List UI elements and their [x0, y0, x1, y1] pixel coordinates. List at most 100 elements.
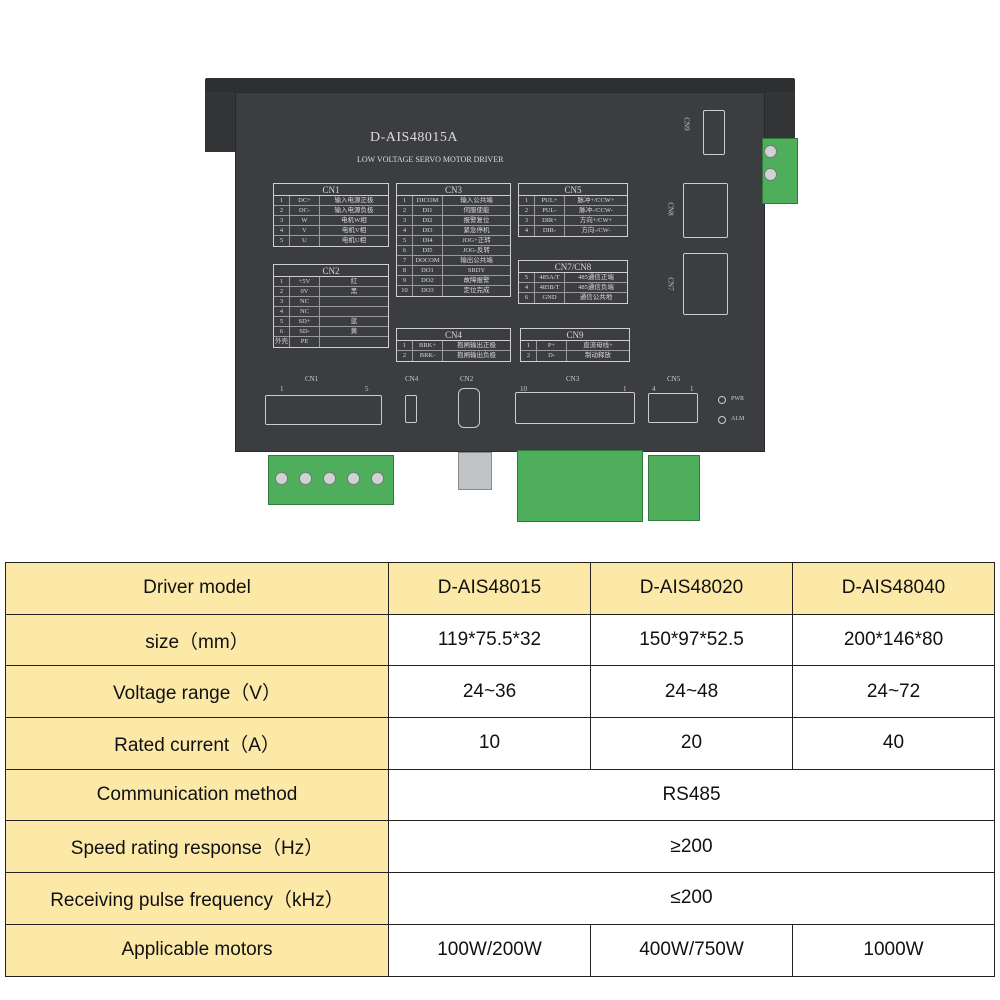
pinout-cell: 脉冲+/CCW+ [577, 197, 615, 204]
pinout-cell: P+ [537, 341, 567, 350]
table-header-row: Driver model D-AIS48015 D-AIS48020 D-AIS… [5, 562, 995, 615]
pinout-cell: DI1 [413, 206, 443, 215]
pin-number: 4 [652, 385, 656, 393]
table-row: Speed rating response（Hz）≥200 [5, 820, 995, 874]
header-cell: Driver model [5, 562, 389, 615]
table-cell: ≤200 [388, 872, 995, 925]
pinout-cell: 1 [397, 196, 413, 205]
pin-number: 1 [690, 385, 694, 393]
screw-icon [764, 168, 777, 181]
pinout-cell: 直流母线+ [583, 342, 613, 349]
pinout-cell: DO1 [413, 266, 443, 275]
table-cell: 24~48 [590, 665, 793, 719]
pinout-cell: DOCOM [413, 256, 443, 265]
pinout-cell: 1 [397, 341, 413, 350]
row-label: size（mm） [5, 613, 389, 667]
row-label: Applicable motors [5, 923, 389, 977]
pinout-cell: DO3 [413, 286, 443, 296]
cn1-outline [265, 395, 382, 425]
cn4-outline [405, 395, 417, 423]
pinout-cell: NC [290, 297, 320, 306]
screw-icon [764, 145, 777, 158]
pinout-cell: 3 [274, 216, 290, 225]
pinout-cell: 2 [519, 206, 535, 215]
pinout-cell: 4 [519, 283, 535, 292]
table-cell: 1000W [792, 923, 995, 977]
pinout-table-title: CN4 [397, 329, 510, 341]
pinout-cell: 1 [274, 277, 290, 286]
pinout-cell: DICOM [413, 196, 443, 205]
row-label: Receiving pulse frequency（kHz） [5, 872, 389, 925]
cn5-plug [648, 455, 700, 521]
pinout-table-title: CN2 [274, 265, 388, 277]
row-label: Speed rating response（Hz） [5, 820, 389, 874]
pinout-cell: 方向+/CW+ [579, 217, 613, 224]
pinout-cell: DI2 [413, 216, 443, 225]
cn9-port [703, 110, 725, 155]
pwr-label: PWR [731, 396, 745, 402]
pinout-cell: 红 [350, 278, 358, 285]
pinout-cell: 485通信负端 [578, 284, 614, 291]
mount-flange-left [205, 92, 237, 152]
pwr-led [718, 396, 726, 404]
pinout-cell [320, 297, 388, 306]
pinout-cell: 脉冲-/CCW- [579, 207, 613, 214]
pinout-cell: 通信公共地 [579, 294, 613, 301]
pinout-cell: 1 [521, 341, 537, 350]
pinout-cell: 10 [397, 286, 413, 296]
table-cell: 100W/200W [388, 923, 591, 977]
cn3-outline [515, 392, 635, 424]
pinout-cell: 报警复位 [463, 217, 490, 224]
pinout-cell: 电机U相 [341, 237, 367, 244]
header-cell: D-AIS48020 [590, 562, 793, 615]
table-cell: 119*75.5*32 [388, 613, 591, 667]
driver-subtitle: LOW VOLTAGE SERVO MOTOR DRIVER [357, 155, 504, 164]
pinout-cell: SD- [290, 327, 320, 336]
spec-table: Driver model D-AIS48015 D-AIS48020 D-AIS… [5, 562, 995, 977]
pinout-cell: 4 [397, 226, 413, 235]
cn5-outline [648, 393, 698, 423]
pinout-cell: 8 [397, 266, 413, 275]
pinout-cell: PUL- [535, 206, 565, 215]
header-cell: D-AIS48040 [792, 562, 995, 615]
pinout-cell [320, 337, 388, 347]
screw-icon [299, 472, 312, 485]
pinout-cell: 1 [519, 196, 535, 205]
pinout-cell: 3 [519, 216, 535, 225]
cn2-outline [458, 388, 480, 428]
pinout-cell: 定位完成 [463, 287, 490, 294]
cn2-label: CN2 [460, 375, 474, 383]
table-cell: ≥200 [388, 820, 995, 874]
pinout-cell: 3 [274, 297, 290, 306]
pinout-cell: 黄 [350, 328, 358, 335]
pinout-cell: 4 [274, 226, 290, 235]
pinout-cell: 方向-/CW- [581, 227, 611, 234]
pinout-cell: 6 [274, 327, 290, 336]
pinout-cell: DC- [290, 206, 320, 215]
pinout-cell: 485A/T [535, 273, 565, 282]
table-cell: 24~72 [792, 665, 995, 719]
pinout-cell: 485B/T [535, 283, 565, 292]
pinout-cell: BRK- [413, 351, 443, 361]
